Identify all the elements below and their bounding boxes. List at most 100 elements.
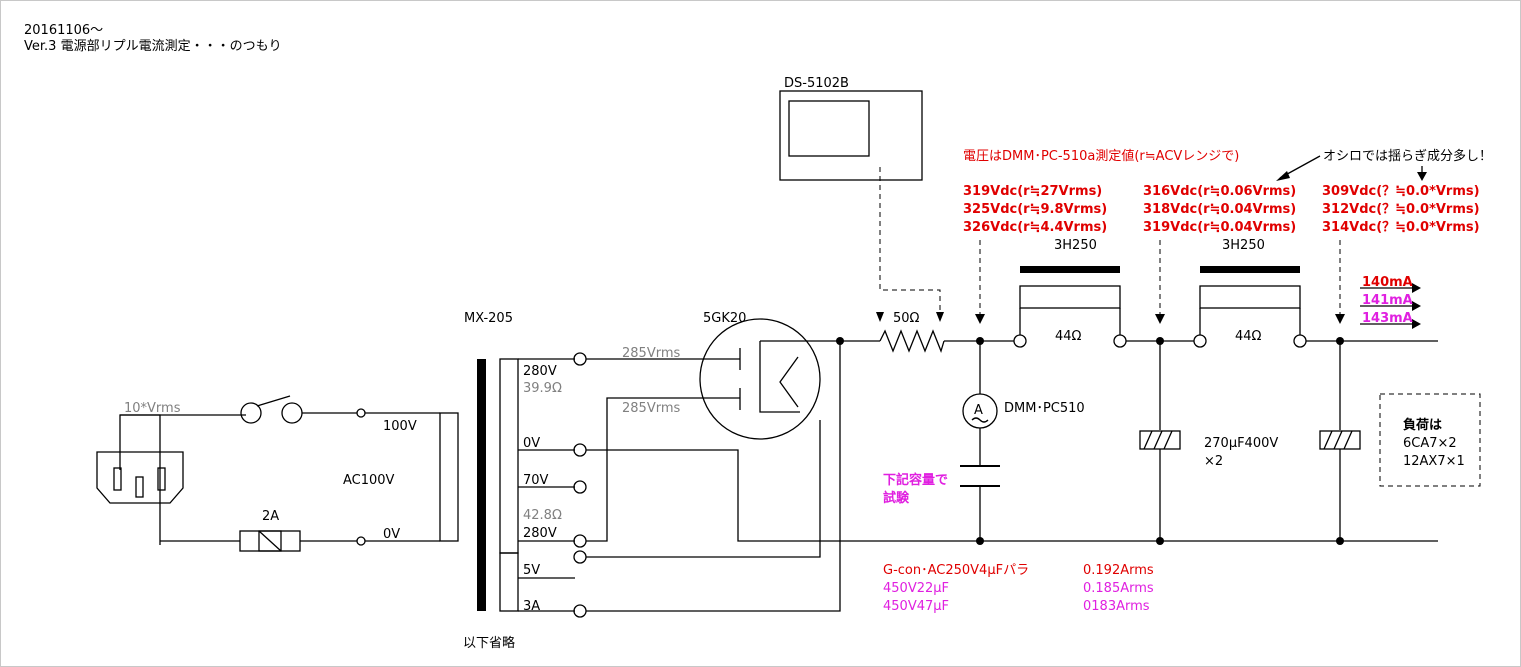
junction-gnd-2	[1156, 537, 1164, 545]
tap-280v-b: 280V	[523, 526, 557, 541]
load-tube-2: 12AX7×1	[1403, 454, 1465, 469]
tap-lines	[518, 358, 575, 612]
tap-0v: 0V	[523, 436, 540, 451]
load-box	[1379, 393, 1481, 487]
voltage-column-3: 309Vdc(？≒0.0*Vrms) 312Vdc(？≒0.0*Vrms) 31…	[1322, 184, 1480, 235]
rectifier-tube-icon	[699, 318, 840, 440]
cap-spec: 270μF400V	[1204, 436, 1278, 451]
resistor-label: 50Ω	[893, 311, 920, 326]
ac100v-label: AC100V	[343, 473, 395, 488]
choke1-terminal-a	[1013, 334, 1027, 348]
test-cap-1: 450V22μF	[883, 581, 949, 596]
ammeter-symbol: A	[974, 403, 983, 418]
voltage-col2-1: 318Vdc(r≒0.04Vrms)	[1143, 202, 1296, 217]
heater-wire-3a	[586, 341, 841, 612]
header-title: Ver.3 電源部リプル電流測定・・・のつもり	[24, 39, 282, 54]
test-cap-0: G-con･AC250V4μFパラ	[883, 563, 1029, 578]
note-arrow-down	[1417, 172, 1427, 181]
choke1-terminal-b	[1113, 334, 1127, 348]
voltage-col3-2: 314Vdc(？≒0.0*Vrms)	[1322, 220, 1480, 235]
primary-winding	[439, 412, 459, 542]
test-cap-label-2: 試験	[883, 490, 910, 506]
scope-probe-lead	[879, 167, 941, 320]
tap-280v-a: 280V	[523, 364, 557, 379]
electrolytic-cap-2-icon	[1319, 430, 1361, 450]
transformer-label: MX-205	[464, 311, 513, 326]
tap-100v: 100V	[383, 419, 417, 434]
voltage-col1-1: 325Vdc(r≒9.8Vrms)	[963, 202, 1107, 217]
junction-gnd-1	[976, 537, 984, 545]
measure-arrow-3	[1335, 314, 1345, 324]
transformer-core	[477, 359, 486, 611]
rms-label-b: 285Vrms	[622, 401, 680, 416]
measure-arrow-2	[1155, 314, 1165, 324]
junction-gnd-3	[1336, 537, 1344, 545]
probe-arrow-2	[936, 312, 944, 322]
test-current-1: 0.185Arms	[1083, 581, 1154, 596]
terminal-0v	[356, 536, 366, 546]
meter-label: DMM･PC510	[1004, 401, 1085, 416]
winding-resistance-1: 39.9Ω	[523, 381, 562, 396]
secondary-winding-heater	[499, 552, 519, 612]
resistor-50-ohm-icon	[879, 329, 945, 353]
choke2-terminal-a	[1193, 334, 1207, 348]
electrolytic-cap-1-icon	[1139, 430, 1181, 450]
tap-3a: 3A	[523, 599, 540, 614]
terminal-100v	[356, 408, 366, 418]
power-switch-icon	[240, 395, 303, 424]
voltage-col1-0: 319Vdc(r≒27Vrms)	[963, 184, 1102, 199]
choke2-terminal-b	[1293, 334, 1307, 348]
secondary-winding-hv	[499, 358, 519, 554]
voltage-col3-1: 312Vdc(？≒0.0*Vrms)	[1322, 202, 1480, 217]
cap-mult: ×2	[1204, 454, 1223, 469]
choke2-winding	[1199, 285, 1301, 309]
tap-terminals	[573, 352, 587, 618]
voltage-col1-2: 326Vdc(r≒4.4Vrms)	[963, 220, 1107, 235]
ac-inlet	[96, 451, 184, 504]
voltage-col3-0: 309Vdc(？≒0.0*Vrms)	[1322, 184, 1480, 199]
probe-arrow-1	[876, 312, 884, 322]
choke2-resistance: 44Ω	[1235, 329, 1262, 344]
inlet-wiring	[119, 414, 161, 545]
tap-70v: 70V	[523, 473, 549, 488]
current-2: 143mA	[1362, 311, 1413, 326]
voltage-column-1: 319Vdc(r≒27Vrms) 325Vdc(r≒9.8Vrms) 326Vd…	[963, 184, 1107, 235]
rms-label-a: 285Vrms	[622, 346, 680, 361]
fuse-label: 2A	[262, 509, 279, 524]
voltage-col2-2: 319Vdc(r≒0.04Vrms)	[1143, 220, 1296, 235]
tap-in-0v: 0V	[383, 527, 400, 542]
test-current-0: 0.192Arms	[1083, 563, 1154, 578]
voltage-note: 電圧はDMM･PC-510a測定値(r≒ACVレンジで)	[963, 148, 1239, 164]
load-title: 負荷は	[1403, 417, 1442, 433]
rectifier-label: 5GK20	[703, 311, 746, 326]
ground-bus	[586, 449, 1438, 542]
choke1-resistance: 44Ω	[1055, 329, 1082, 344]
note-arrow-left	[1276, 171, 1290, 181]
omitted-label: 以下省略	[463, 635, 515, 651]
junction-1	[836, 337, 844, 345]
current-arrows	[1360, 283, 1421, 329]
current-1: 141mA	[1362, 293, 1413, 308]
load-tube-1: 6CA7×2	[1403, 436, 1457, 451]
wire-280v-b	[586, 397, 740, 542]
voltage-column-2: 316Vdc(r≒0.06Vrms) 318Vdc(r≒0.04Vrms) 31…	[1143, 184, 1296, 235]
oscilloscope-icon	[779, 90, 923, 181]
input-rms-label: 10*Vrms	[124, 401, 181, 416]
choke1-winding	[1019, 285, 1121, 309]
choke1-label: 3H250	[1054, 238, 1097, 253]
test-cap-label-1: 下記容量で	[883, 472, 948, 488]
fuse-icon	[239, 530, 301, 552]
oscillo-note: オシロでは揺らぎ成分多し！	[1323, 148, 1492, 164]
tap-5v: 5V	[523, 563, 540, 578]
measure-arrow-1	[975, 314, 985, 324]
scope-label: DS-5102B	[784, 76, 849, 91]
winding-resistance-2: 42.8Ω	[523, 508, 562, 523]
heater-wire-5v	[586, 420, 821, 558]
test-current-2: 0183Arms	[1083, 599, 1150, 614]
header-date: 20161106〜	[24, 23, 103, 38]
choke1-core	[1020, 266, 1120, 273]
choke2-label: 3H250	[1222, 238, 1265, 253]
current-0: 140mA	[1362, 275, 1413, 290]
ac-tilde-icon	[971, 417, 989, 423]
